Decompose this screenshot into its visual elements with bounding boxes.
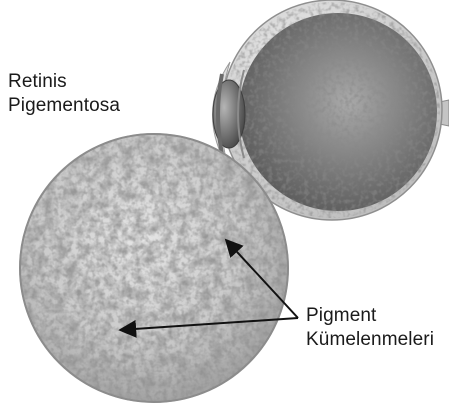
callout-label-line-1: Pigment (306, 304, 434, 328)
pigment-fine-dots (20, 134, 288, 402)
diagram-title: Retinis Pigementosa (8, 70, 120, 118)
diagram-title-line-2: Pigementosa (8, 94, 120, 118)
diagram-title-line-1: Retinis (8, 70, 120, 94)
callout-label: Pigment Kümelenmeleri (306, 304, 434, 352)
retina-magnified-view-icon (20, 134, 288, 402)
callout-label-line-2: Kümelenmeleri (306, 328, 434, 352)
